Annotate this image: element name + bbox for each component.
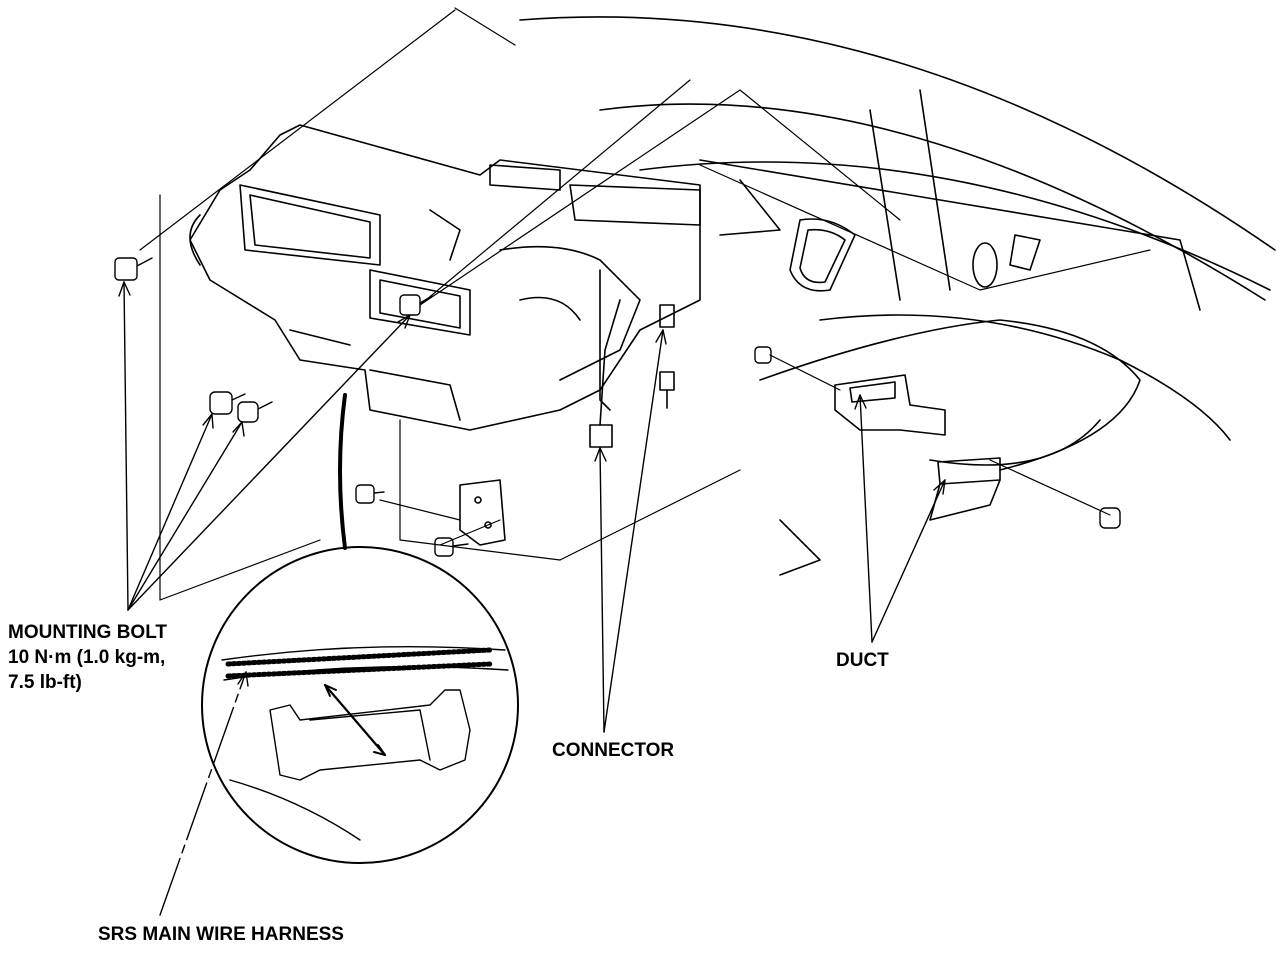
leader-lines [118, 281, 946, 916]
detail-magnifier [201, 393, 519, 864]
bolts [114, 257, 1121, 557]
srs-harness-label: SRS MAIN WIRE HARNESS [98, 924, 344, 945]
leader-mounting-bolt [118, 281, 411, 611]
duct-openings [789, 218, 1041, 292]
leader-duct [854, 394, 946, 643]
bolt-center [399, 294, 433, 316]
mounting-bolt-torque-nm: 10 N·m (1.0 kg-m, [8, 647, 166, 668]
mounting-bolt-name: MOUNTING BOLT [8, 622, 168, 643]
mounting-brackets [459, 479, 506, 546]
bolt-right-upper [754, 346, 772, 364]
bolt-bracket-1 [355, 484, 385, 504]
connectors [589, 299, 675, 448]
connector-label: CONNECTOR [552, 740, 675, 761]
bolt-left [114, 257, 153, 281]
reference-lines [139, 7, 1151, 601]
mounting-bolt-label: MOUNTING BOLT 10 N·m (1.0 kg-m, 7.5 lb-f… [8, 620, 167, 695]
heater-unit [189, 124, 701, 431]
bolt-bracket-2 [434, 537, 469, 557]
duct-label: DUCT [836, 650, 889, 671]
leader-connector [594, 329, 667, 733]
dashboard-outline [519, 16, 1276, 576]
mounting-bolt-torque-lbft: 7.5 lb-ft) [8, 672, 82, 693]
bolt-lower-1 [209, 391, 246, 415]
leader-srs-harness [159, 671, 249, 916]
bolt-right-lower [1099, 507, 1121, 529]
bolt-lower-2 [237, 401, 273, 423]
